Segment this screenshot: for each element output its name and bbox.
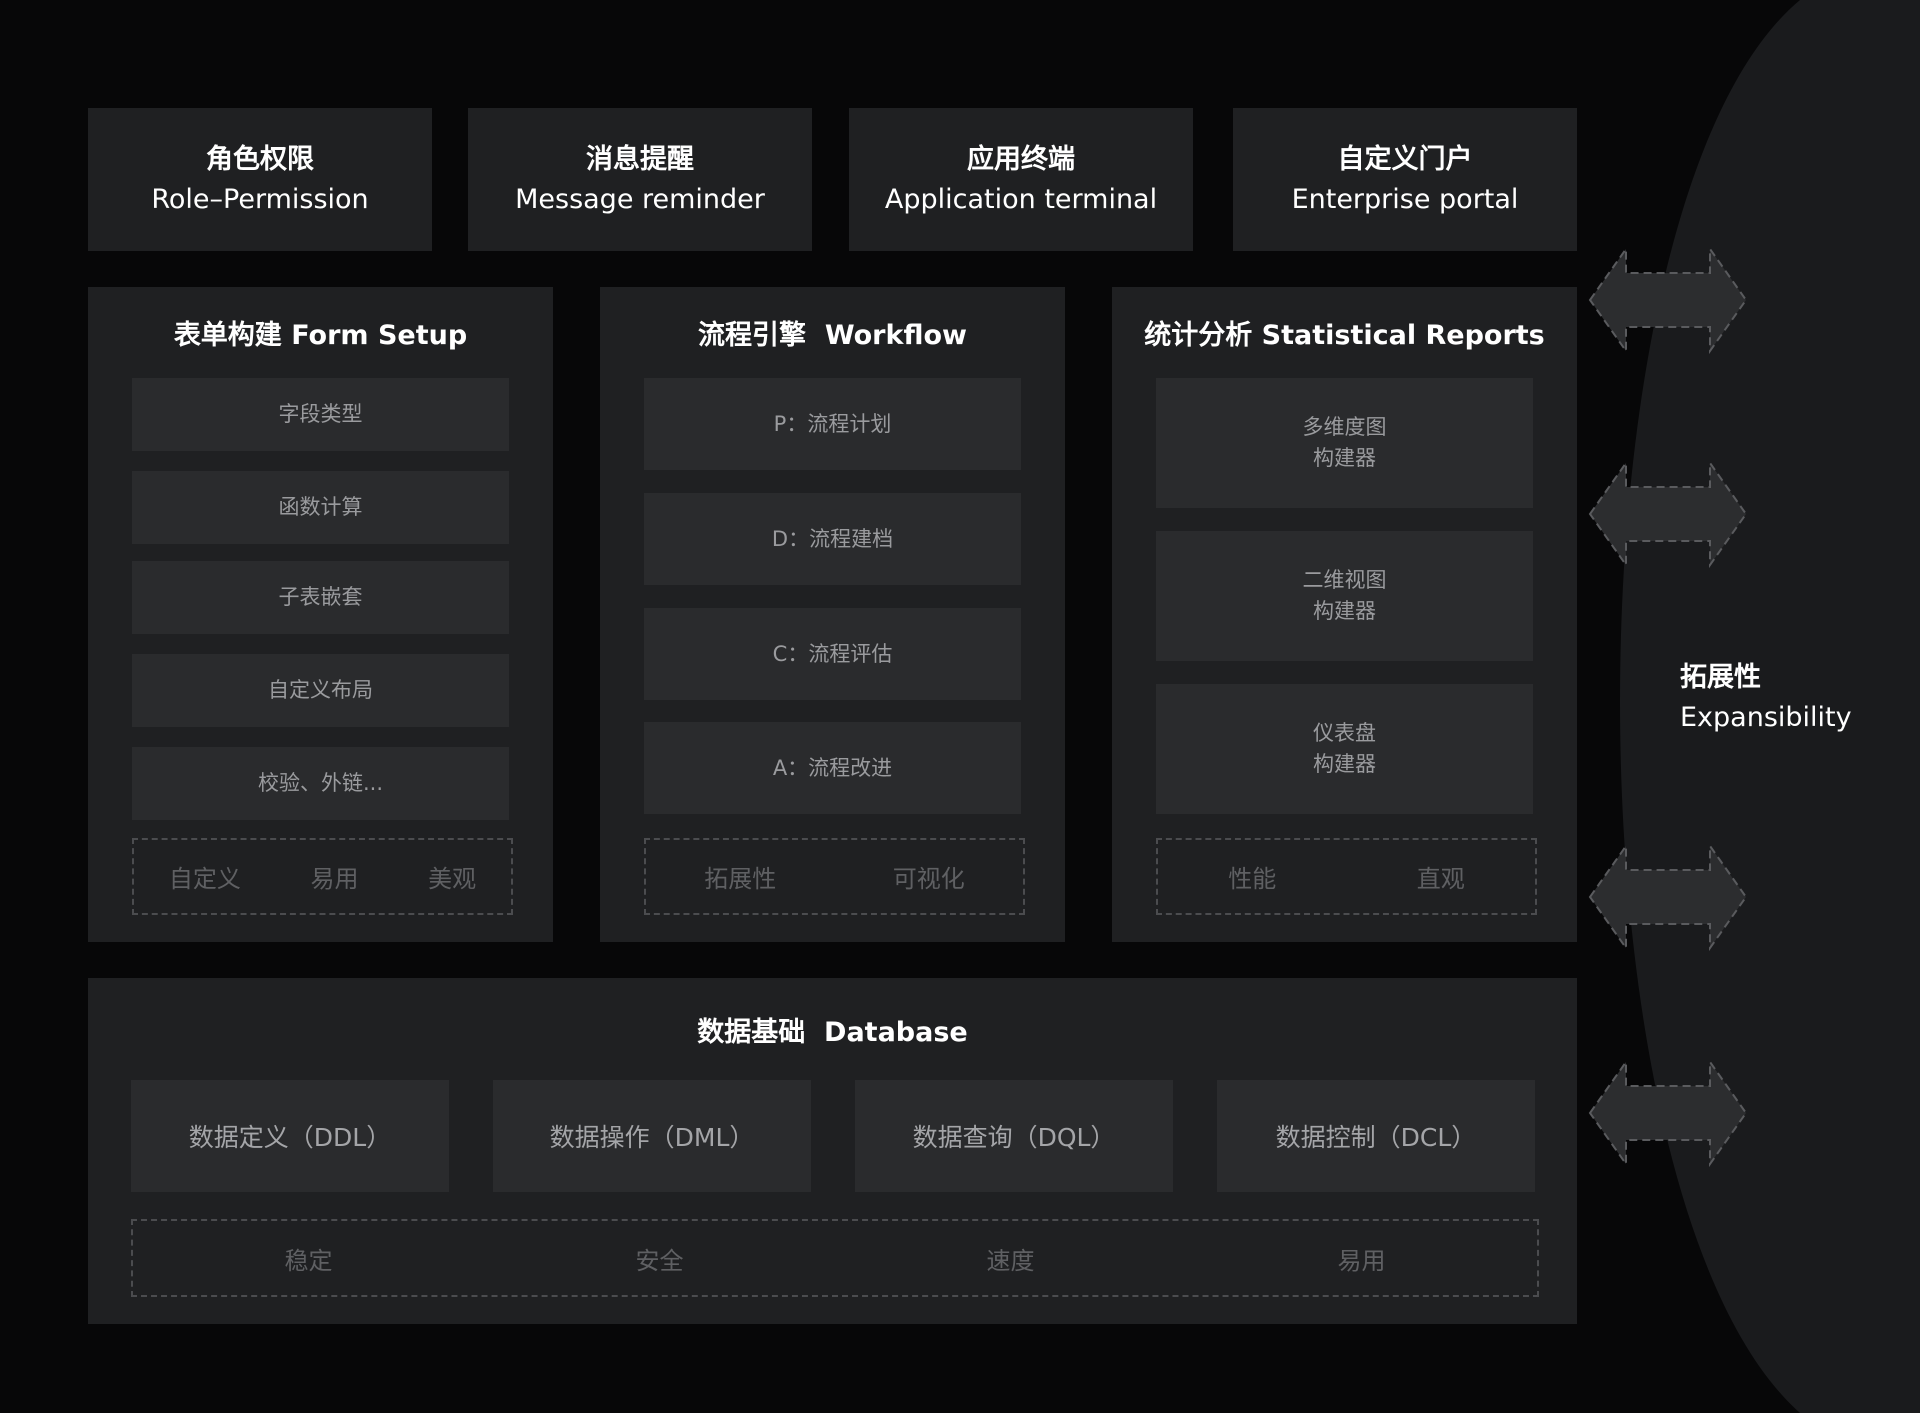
trait-label: 美观 bbox=[428, 865, 477, 893]
double-arrow-icon bbox=[1588, 1059, 1748, 1167]
trait-label: 性能 bbox=[1228, 865, 1277, 893]
database-item-dql[interactable]: 数据查询（DQL） bbox=[855, 1080, 1173, 1192]
reports-panel: 统计分析 Statistical Reports 多维度图 构建器 二维视图 构… bbox=[1112, 287, 1577, 942]
double-arrow-icon bbox=[1588, 246, 1748, 354]
module-title-zh: 角色权限 bbox=[206, 143, 314, 175]
trait-label: 拓展性 bbox=[704, 865, 777, 893]
trait-label: 安全 bbox=[635, 1246, 684, 1275]
module-title-en: Enterprise portal bbox=[1291, 183, 1519, 215]
expansibility-zh: 拓展性 bbox=[1680, 662, 1761, 693]
database-traits: 稳定 安全 速度 易用 bbox=[131, 1219, 1539, 1297]
panel-title: 数据基础 Database bbox=[697, 1017, 968, 1048]
form-setup-panel: 表单构建 Form Setup 字段类型 函数计算 子表嵌套 自定义布局 校验、… bbox=[88, 287, 553, 942]
database-item-ddl[interactable]: 数据定义（DDL） bbox=[131, 1080, 449, 1192]
reports-item[interactable]: 仪表盘 构建器 bbox=[1156, 684, 1533, 814]
trait-label: 速度 bbox=[986, 1246, 1035, 1275]
database-item-dcl[interactable]: 数据控制（DCL） bbox=[1217, 1080, 1535, 1192]
module-title-en: Application terminal bbox=[884, 183, 1158, 215]
trait-label: 易用 bbox=[310, 865, 359, 893]
double-arrow-icon bbox=[1588, 460, 1748, 568]
trait-label: 直观 bbox=[1416, 865, 1465, 893]
workflow-item[interactable]: C：流程评估 bbox=[644, 608, 1021, 700]
database-item-dml[interactable]: 数据操作（DML） bbox=[493, 1080, 811, 1192]
trait-label: 稳定 bbox=[284, 1246, 333, 1275]
panel-title: 表单构建 Form Setup bbox=[173, 320, 468, 351]
form-item[interactable]: 字段类型 bbox=[132, 378, 509, 451]
expansibility-label: 拓展性 Expansibility bbox=[1680, 658, 1852, 738]
expansibility-en: Expansibility bbox=[1680, 702, 1852, 733]
panel-title: 统计分析 Statistical Reports bbox=[1144, 320, 1545, 351]
module-title-en: Role–Permission bbox=[151, 183, 369, 215]
form-item[interactable]: 校验、外链... bbox=[132, 747, 509, 820]
module-title-zh: 消息提醒 bbox=[586, 143, 694, 175]
module-enterprise-portal[interactable]: 自定义门户 Enterprise portal bbox=[1233, 108, 1577, 251]
trait-label: 可视化 bbox=[892, 865, 965, 893]
form-traits: 自定义 易用 美观 bbox=[132, 838, 513, 915]
module-message-reminder[interactable]: 消息提醒 Message reminder bbox=[468, 108, 812, 251]
trait-label: 自定义 bbox=[168, 865, 241, 893]
database-panel: 数据基础 Database 数据定义（DDL） 数据操作（DML） 数据查询（D… bbox=[88, 978, 1577, 1324]
module-title-en: Message reminder bbox=[515, 183, 765, 215]
module-role-permission[interactable]: 角色权限 Role–Permission bbox=[88, 108, 432, 251]
panel-title: 流程引擎 Workflow bbox=[698, 320, 967, 351]
workflow-item[interactable]: P：流程计划 bbox=[644, 378, 1021, 470]
workflow-panel: 流程引擎 Workflow P：流程计划 D：流程建档 C：流程评估 A：流程改… bbox=[600, 287, 1065, 942]
double-arrow-icon bbox=[1588, 843, 1748, 951]
module-application-terminal[interactable]: 应用终端 Application terminal bbox=[849, 108, 1193, 251]
workflow-item[interactable]: A：流程改进 bbox=[644, 722, 1021, 814]
form-item[interactable]: 自定义布局 bbox=[132, 654, 509, 727]
form-item[interactable]: 函数计算 bbox=[132, 471, 509, 544]
form-item[interactable]: 子表嵌套 bbox=[132, 561, 509, 634]
workflow-traits: 拓展性 可视化 bbox=[644, 838, 1025, 915]
workflow-item[interactable]: D：流程建档 bbox=[644, 493, 1021, 585]
reports-item[interactable]: 二维视图 构建器 bbox=[1156, 531, 1533, 661]
module-title-zh: 应用终端 bbox=[967, 143, 1075, 175]
module-title-zh: 自定义门户 bbox=[1337, 143, 1473, 175]
reports-traits: 性能 直观 bbox=[1156, 838, 1537, 915]
trait-label: 易用 bbox=[1337, 1246, 1386, 1275]
reports-item[interactable]: 多维度图 构建器 bbox=[1156, 378, 1533, 508]
